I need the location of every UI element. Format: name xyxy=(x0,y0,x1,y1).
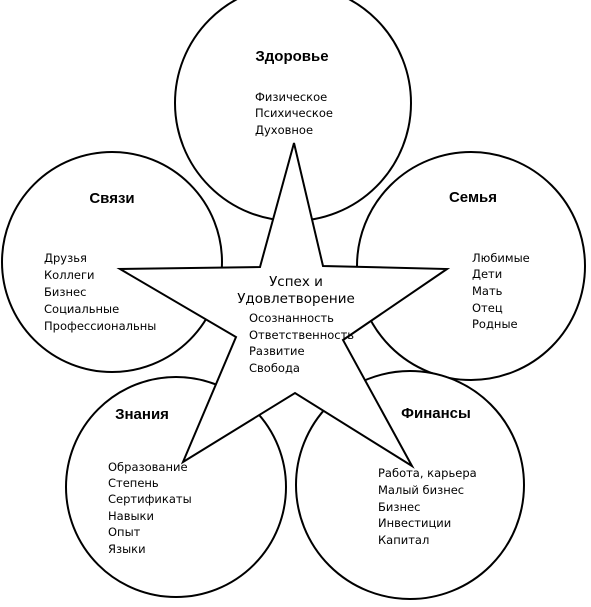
family-item: Отец xyxy=(472,301,503,315)
connections-title: Связи xyxy=(89,190,134,207)
center-title-line: Успех и xyxy=(269,274,323,290)
center-star xyxy=(116,142,451,469)
finance-item: Бизнес xyxy=(378,500,420,514)
health-item: Психическое xyxy=(255,106,333,120)
knowledge-item: Образование xyxy=(108,460,188,474)
knowledge-item: Навыки xyxy=(108,509,154,523)
connections-item: Бизнес xyxy=(44,285,86,299)
finance-item: Работа, карьера xyxy=(378,466,477,480)
center-title-line: Удовлетворение xyxy=(237,291,355,307)
finance-item: Инвестиции xyxy=(378,516,451,530)
family-item: Родные xyxy=(472,317,518,331)
knowledge-item: Опыт xyxy=(108,525,141,539)
health-title: Здоровье xyxy=(255,48,328,65)
connections-circle xyxy=(1,151,223,373)
health-item: Духовное xyxy=(255,123,313,137)
finance-title: Финансы xyxy=(401,405,471,422)
knowledge-title: Знания xyxy=(115,406,169,423)
knowledge-item: Степень xyxy=(108,476,159,490)
connections-item: Профессиональны xyxy=(44,319,156,333)
family-item: Мать xyxy=(472,284,503,298)
knowledge-item: Сертификаты xyxy=(108,492,192,506)
connections-item: Друзья xyxy=(44,251,87,265)
family-item: Любимые xyxy=(472,251,530,265)
family-title: Семья xyxy=(449,189,497,206)
center-item: Свобода xyxy=(249,361,300,375)
center-item: Осознанность xyxy=(249,311,334,325)
connections-item: Социальные xyxy=(44,302,119,316)
center-item: Развитие xyxy=(249,344,305,358)
health-item: Физическое xyxy=(255,90,327,104)
center-item: Ответственность xyxy=(249,328,354,342)
family-circle xyxy=(356,151,586,381)
family-item: Дети xyxy=(472,267,502,281)
connections-item: Коллеги xyxy=(44,268,95,282)
finance-item: Капитал xyxy=(378,533,429,547)
knowledge-item: Языки xyxy=(108,542,146,556)
finance-item: Малый бизнес xyxy=(378,483,464,497)
